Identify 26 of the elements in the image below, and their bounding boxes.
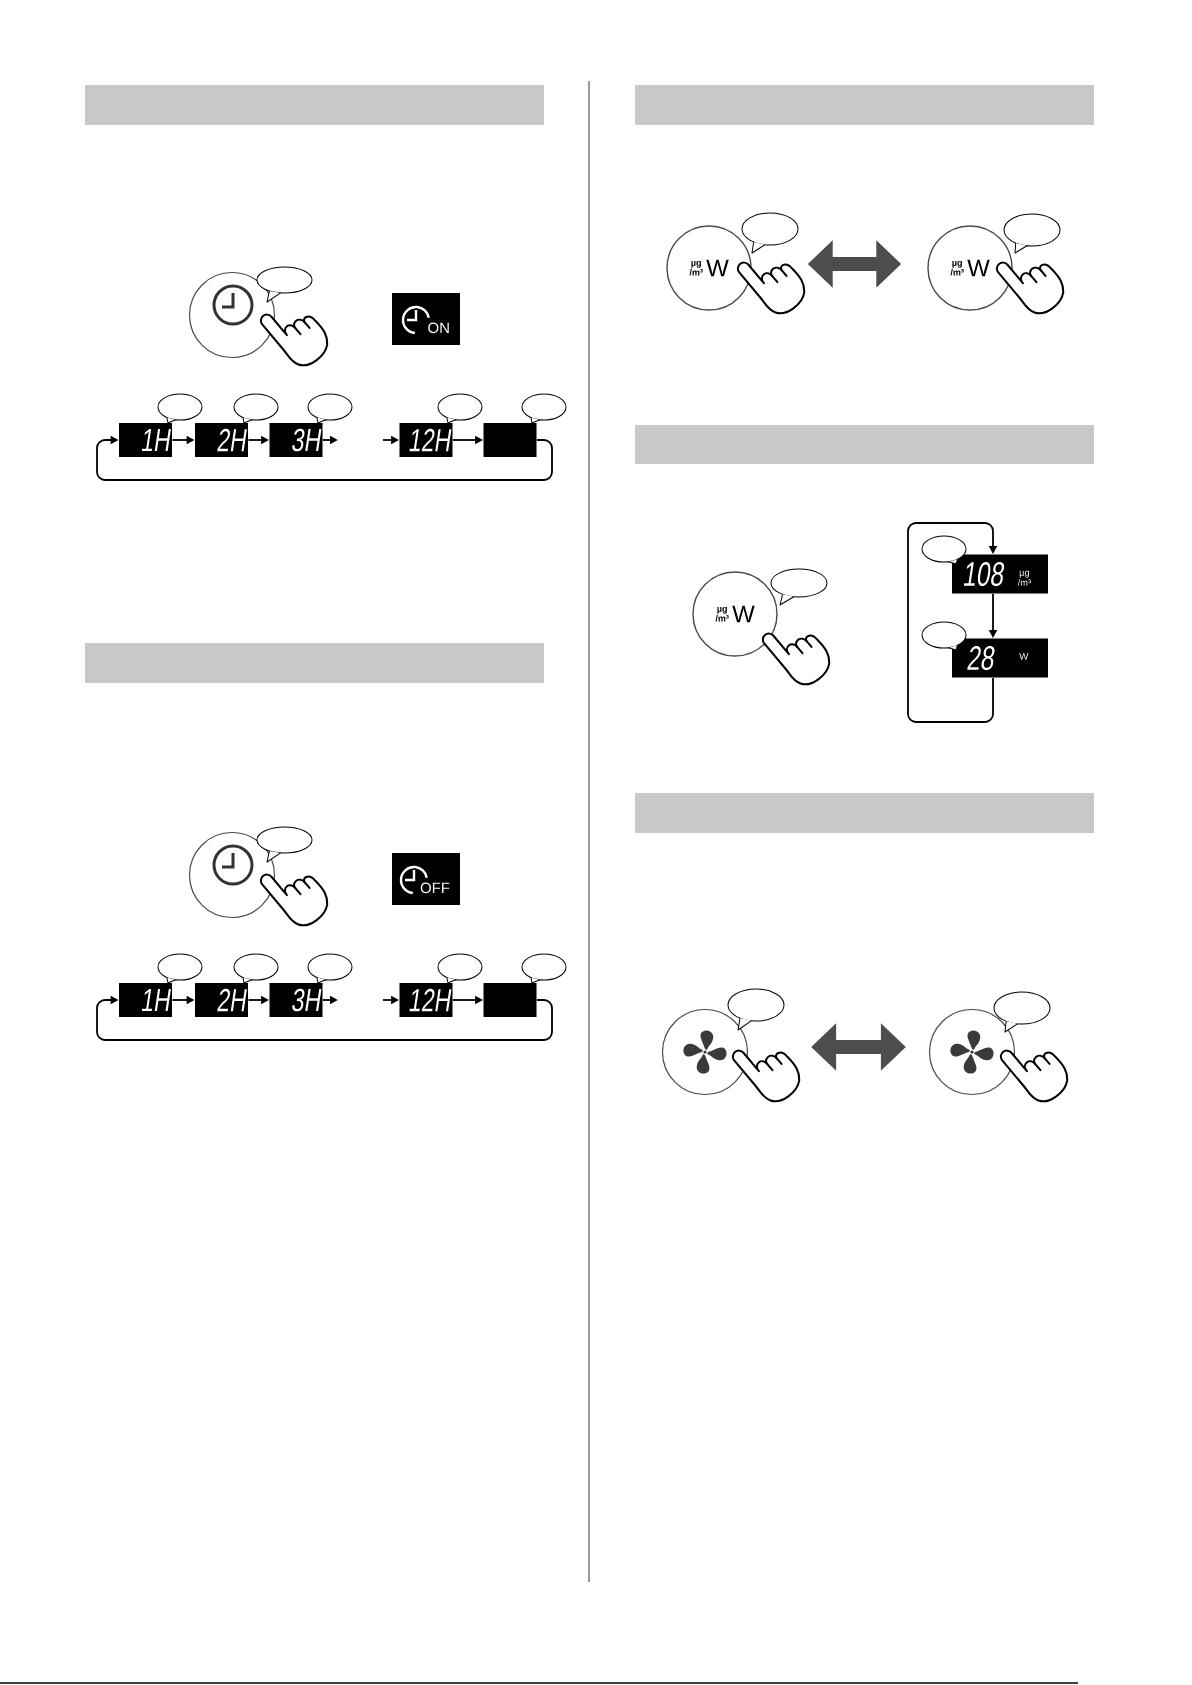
loop-arrow xyxy=(96,435,553,481)
segment-display: 2H xyxy=(195,423,248,457)
blank-display xyxy=(483,983,537,1017)
heading-bar xyxy=(635,425,1094,464)
digital-display: 28 W xyxy=(952,638,1048,678)
timer-indicator: ON xyxy=(392,293,460,345)
heading-bar xyxy=(85,643,544,683)
segment-display: 12H xyxy=(399,983,453,1017)
blank-display xyxy=(483,423,537,457)
digital-display: 108 µg /m³ xyxy=(952,554,1048,594)
segment-display: 1H xyxy=(119,983,172,1017)
segment-display: 2H xyxy=(195,983,248,1017)
segment-display: 1H xyxy=(119,423,172,457)
heading-bar xyxy=(635,85,1094,125)
fan-button xyxy=(928,1008,1016,1096)
fan-button xyxy=(661,1008,749,1096)
segment-display: 3H xyxy=(269,983,323,1017)
loop-arrow xyxy=(907,522,998,723)
timer-button xyxy=(188,831,276,919)
loop-arrow xyxy=(96,995,553,1041)
heading-bar xyxy=(85,85,544,125)
segment-display: 3H xyxy=(269,423,323,457)
timer-button xyxy=(188,271,276,359)
heading-bar xyxy=(635,793,1094,833)
timer-indicator: OFF xyxy=(392,853,460,905)
segment-display: 12H xyxy=(399,423,453,457)
